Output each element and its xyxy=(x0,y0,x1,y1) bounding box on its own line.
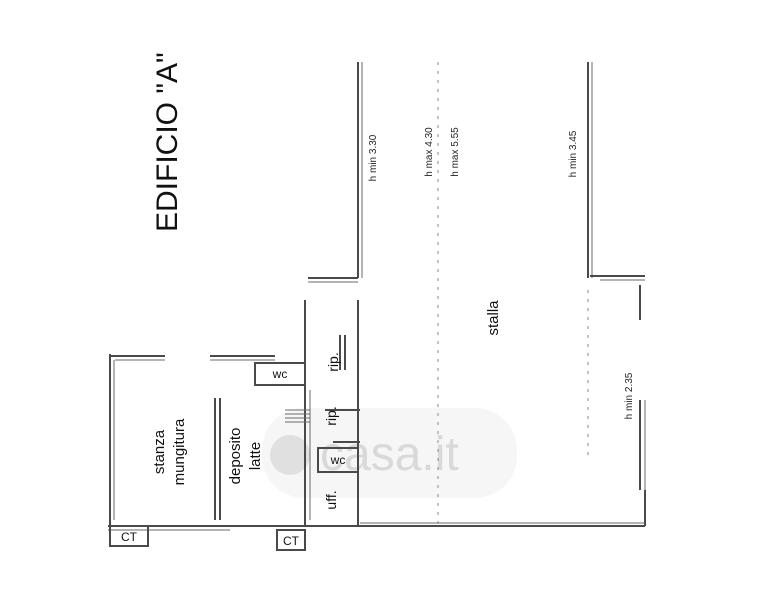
height-label-min-330: h min 3.30 xyxy=(368,134,379,181)
room-label-latte: latte xyxy=(247,442,264,470)
room-label-uff: uff. xyxy=(323,490,339,509)
room-label-mungitura: mungitura xyxy=(171,418,188,485)
room-label-ct-right: CT xyxy=(283,534,300,548)
room-label-deposito: deposito xyxy=(227,428,244,485)
center-lines xyxy=(437,62,589,526)
walls xyxy=(108,62,646,551)
height-label-min-235: h min 2.35 xyxy=(624,372,635,419)
height-label-max-430: h max 4.30 xyxy=(424,127,435,177)
room-label-stanza: stanza xyxy=(151,429,168,474)
room-label-wc-upper: wc xyxy=(272,367,288,381)
room-label-ct-left: CT xyxy=(121,530,138,544)
room-label-stalla: stalla xyxy=(485,300,502,336)
height-label-max-555: h max 5.55 xyxy=(450,127,461,177)
plan-title: EDIFICIO "A" xyxy=(151,52,184,232)
room-label-rip-lower: rip. xyxy=(323,406,339,425)
height-label-min-345: h min 3.45 xyxy=(568,130,579,177)
room-label-wc-lower: wc xyxy=(330,453,346,467)
room-label-rip-upper: rip. xyxy=(325,352,341,371)
